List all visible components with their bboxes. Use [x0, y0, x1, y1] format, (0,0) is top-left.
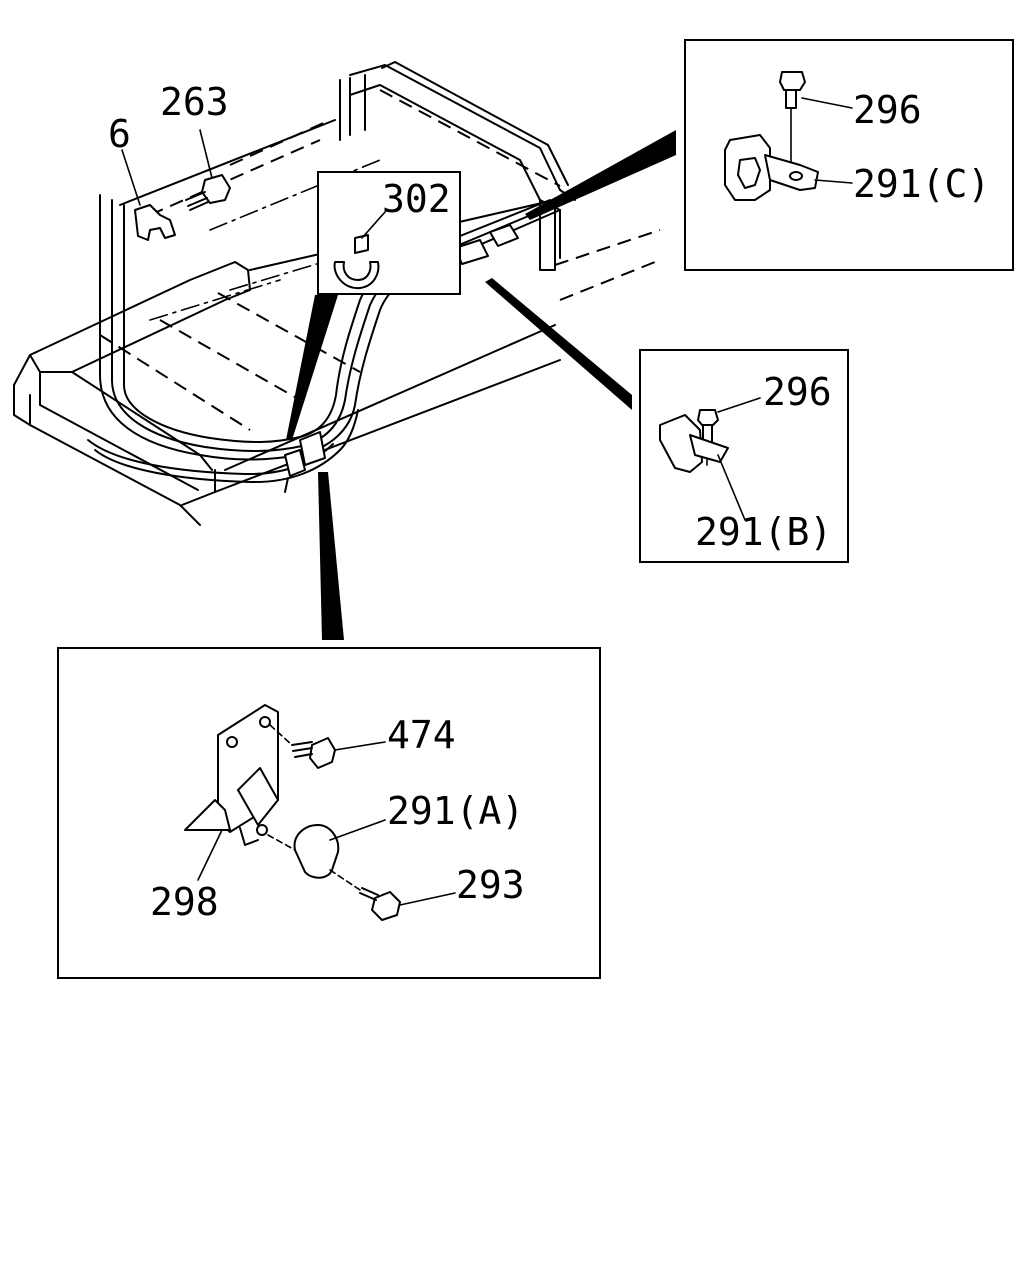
- inset-302: [286, 171, 461, 440]
- inset-291c: [525, 39, 1014, 271]
- label-part-296-c: 296: [853, 88, 922, 132]
- label-part-296-b: 296: [763, 370, 832, 414]
- label-part-298: 298: [150, 880, 219, 924]
- part-6-clip: [121, 149, 176, 241]
- inset-291b: [485, 278, 849, 563]
- label-part-474: 474: [387, 713, 456, 757]
- label-part-291b: 291(B): [695, 510, 832, 554]
- vehicle-frame: [13, 61, 661, 526]
- label-part-302: 302: [382, 177, 451, 221]
- label-part-291a: 291(A): [387, 789, 524, 833]
- part-263-bolt: [185, 129, 231, 211]
- label-part-291c: 291(C): [853, 162, 990, 206]
- label-part-263: 263: [160, 80, 229, 124]
- part-labels: 6 263 302 296 291(C) 296 291(B) 474 291(…: [108, 80, 990, 924]
- label-part-6: 6: [108, 112, 131, 156]
- inset-291a: [57, 472, 601, 979]
- label-part-293: 293: [456, 863, 525, 907]
